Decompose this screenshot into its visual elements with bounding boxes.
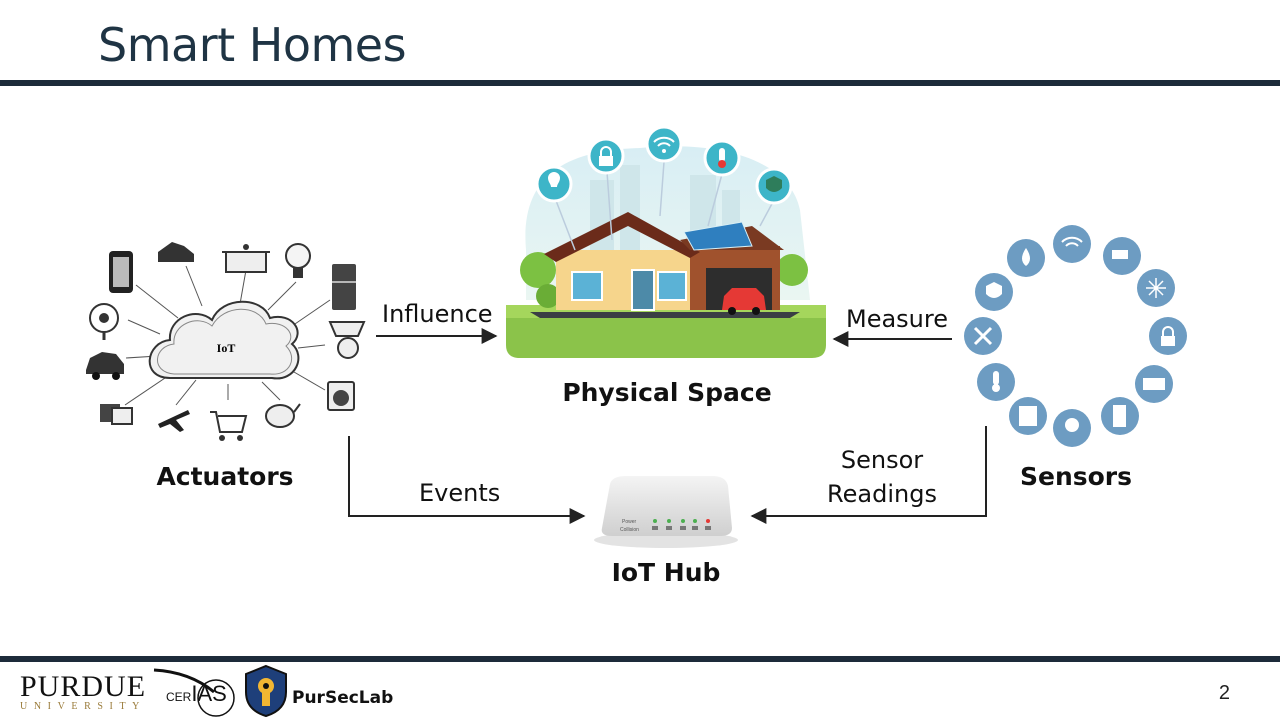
events-arrow [348,436,586,524]
shopping-cart-icon [210,411,248,441]
sensor-readings-label-line2: Readings [827,480,937,508]
iot-hub-device-icon: Power Collision [594,476,738,548]
washing-machine-icon [327,381,355,411]
actuators-label: Actuators [156,462,294,491]
shield-bubble-icon [755,167,793,205]
fan-icon [89,303,119,340]
purdue-university-text: UNIVERSITY [20,701,146,712]
camera-sensor-icon [1103,237,1141,275]
cloud-label: IoT [217,341,236,355]
hub-power-label: Power [622,519,637,525]
snowflake-sensor-icon [1137,269,1175,307]
actuators-cluster: IoT [86,242,366,441]
cerias-feather-icon [153,668,235,717]
computer-icon [100,404,133,425]
cooking-pot-icon [222,244,270,273]
page-number: 2 [1218,682,1230,704]
sensor-readings-arrow [750,426,987,524]
light-bulb-icon [285,243,311,278]
tools-sensor-icon [964,317,1002,355]
sneaker-icon [158,242,194,262]
slide-title: Smart Homes [98,18,407,72]
iot-hub-label: IoT Hub [611,558,721,587]
bulb-sensor-icon [1053,409,1091,447]
bulb-bubble-icon [535,165,573,203]
cerias-prefix: CER [166,690,192,704]
physical-space-label: Physical Space [562,378,772,407]
smartphone-icon [109,251,133,293]
hub-collision-label: Collision [620,527,639,533]
lock-bubble-icon [587,137,625,175]
sensors-ring [964,225,1187,447]
events-label: Events [419,479,501,507]
lock-sensor-icon [1149,317,1187,355]
top-rule [0,80,1280,86]
cerias-logo: CERIAS [166,681,227,707]
airplane-icon [158,410,190,432]
water-drop-sensor-icon [1007,239,1045,277]
thermometer-bubble-icon [703,139,741,177]
heater-sensor-icon [1135,365,1173,403]
refrigerator-icon [332,264,356,310]
sensor-readings-label-line1: Sensor [840,446,924,474]
wifi-sensor-icon [1053,225,1091,263]
pursec-keyhole-shield-icon [245,664,287,718]
purdue-logo: PURDUE [20,670,147,703]
fan-sensor-icon [1009,397,1047,435]
smart-house-illustration [506,125,826,358]
bottom-rule [0,656,1280,662]
shield-sensor-icon [975,273,1013,311]
door-sensor-icon [1101,397,1139,435]
teapot-icon [265,403,301,428]
influence-label: Influence [382,300,493,328]
thermometer-sensor-icon [977,363,1015,401]
table-lamp-icon [328,321,366,359]
iot-cloud-icon [148,300,300,380]
car-icon [86,352,124,380]
sensors-label: Sensors [1019,462,1133,491]
cerias-suffix: IAS [191,681,227,706]
wifi-bubble-icon [645,125,683,163]
pursec-lab-logo: PurSecLab [292,688,394,708]
measure-label: Measure [846,305,948,333]
red-car-icon [722,288,766,310]
